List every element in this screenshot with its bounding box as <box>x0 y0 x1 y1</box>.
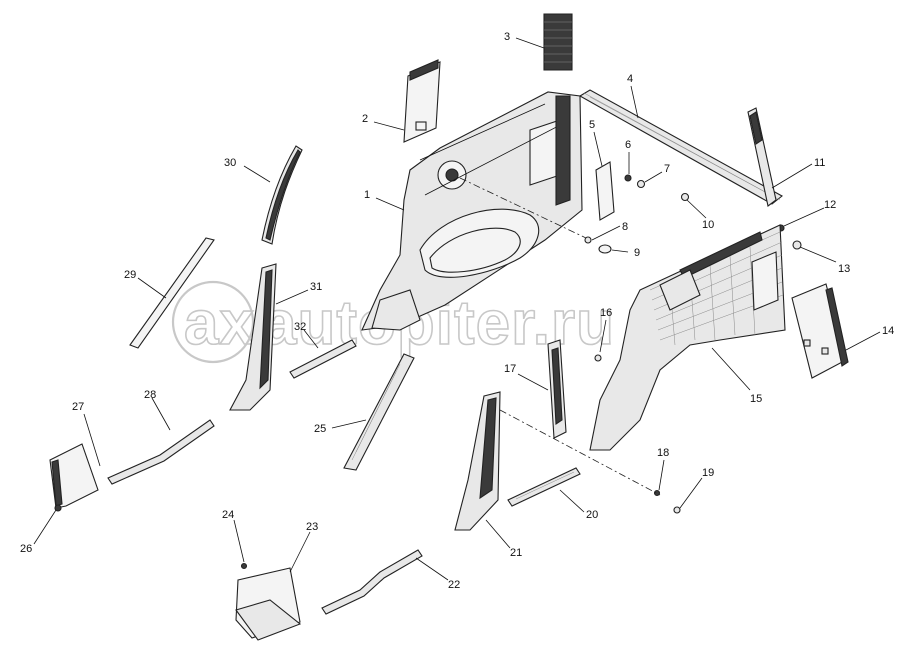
part-b-pillar-lower <box>454 391 501 531</box>
watermark-badge-circle <box>171 280 255 364</box>
callout-2: 2 <box>362 113 368 125</box>
callout-16: 16 <box>600 307 612 319</box>
part-sill-plate-front <box>321 549 423 615</box>
callout-32: 32 <box>294 321 306 333</box>
parts <box>49 13 849 641</box>
callout-5: 5 <box>589 119 595 131</box>
callout-31: 31 <box>310 281 322 293</box>
part-sill-plate-left <box>107 419 215 485</box>
part-sill-strip-small <box>289 339 357 379</box>
callout-22: 22 <box>448 579 460 591</box>
callout-30: 30 <box>224 157 236 169</box>
clip-13 <box>792 240 802 250</box>
clip-6 <box>624 174 632 182</box>
clip-8 <box>584 236 592 244</box>
clip-16 <box>594 354 602 362</box>
clip-7 <box>636 179 646 189</box>
part-access-cover <box>595 161 615 221</box>
part-a-pillar-strip <box>129 237 215 349</box>
ref-line-a <box>459 177 587 239</box>
callout-8: 8 <box>622 221 628 233</box>
callout-6: 6 <box>625 139 631 151</box>
part-kick-panel-left <box>49 443 99 512</box>
leader-lines <box>33 37 881 581</box>
part-b-pillar-upper <box>229 263 277 411</box>
clip-10 <box>680 192 690 202</box>
clip-19 <box>673 506 681 514</box>
part-vent-grille <box>543 13 573 71</box>
clip-9 <box>598 244 612 254</box>
callout-20: 20 <box>586 509 598 521</box>
watermark-badge: ax <box>184 289 255 358</box>
clip-26 <box>54 504 62 512</box>
part-d-pillar-trim-upper <box>747 107 777 207</box>
part-kick-panel-front <box>235 562 302 641</box>
callout-24: 24 <box>222 509 234 521</box>
ref-line-b <box>499 409 661 496</box>
part-upper-trim-panel <box>403 59 441 143</box>
clip-18 <box>653 489 661 497</box>
callout-14: 14 <box>882 325 894 337</box>
callout-7: 7 <box>664 163 670 175</box>
callout-18: 18 <box>657 447 669 459</box>
callout-26: 26 <box>20 543 32 555</box>
callout-25: 25 <box>314 423 326 435</box>
callout-1: 1 <box>364 189 370 201</box>
part-roof-rail-strip <box>578 89 783 205</box>
part-rear-corner-panel <box>791 283 849 379</box>
callouts: 1 2 3 4 5 6 7 8 9 10 11 12 13 14 15 16 1… <box>20 31 894 591</box>
callout-4: 4 <box>627 73 633 85</box>
callout-27: 27 <box>72 401 84 413</box>
callout-13: 13 <box>838 263 850 275</box>
callout-19: 19 <box>702 467 714 479</box>
callout-10: 10 <box>702 219 714 231</box>
callout-15: 15 <box>750 393 762 405</box>
part-right-quarter-trim <box>589 224 786 451</box>
part-a-pillar-trim <box>261 145 303 245</box>
part-c-pillar-trim <box>547 339 602 439</box>
callout-17: 17 <box>504 363 516 375</box>
part-left-quarter-trim <box>361 91 583 331</box>
part-step-pad <box>343 353 415 471</box>
callout-23: 23 <box>306 521 318 533</box>
callout-21: 21 <box>510 547 522 559</box>
callout-28: 28 <box>144 389 156 401</box>
callout-12: 12 <box>824 199 836 211</box>
fasteners-group-b <box>653 489 681 514</box>
callout-3: 3 <box>504 31 510 43</box>
part-sill-plate-center <box>507 467 581 507</box>
screw-24 <box>240 562 248 570</box>
callout-11: 11 <box>814 157 825 169</box>
callout-9: 9 <box>634 247 640 259</box>
callout-29: 29 <box>124 269 136 281</box>
